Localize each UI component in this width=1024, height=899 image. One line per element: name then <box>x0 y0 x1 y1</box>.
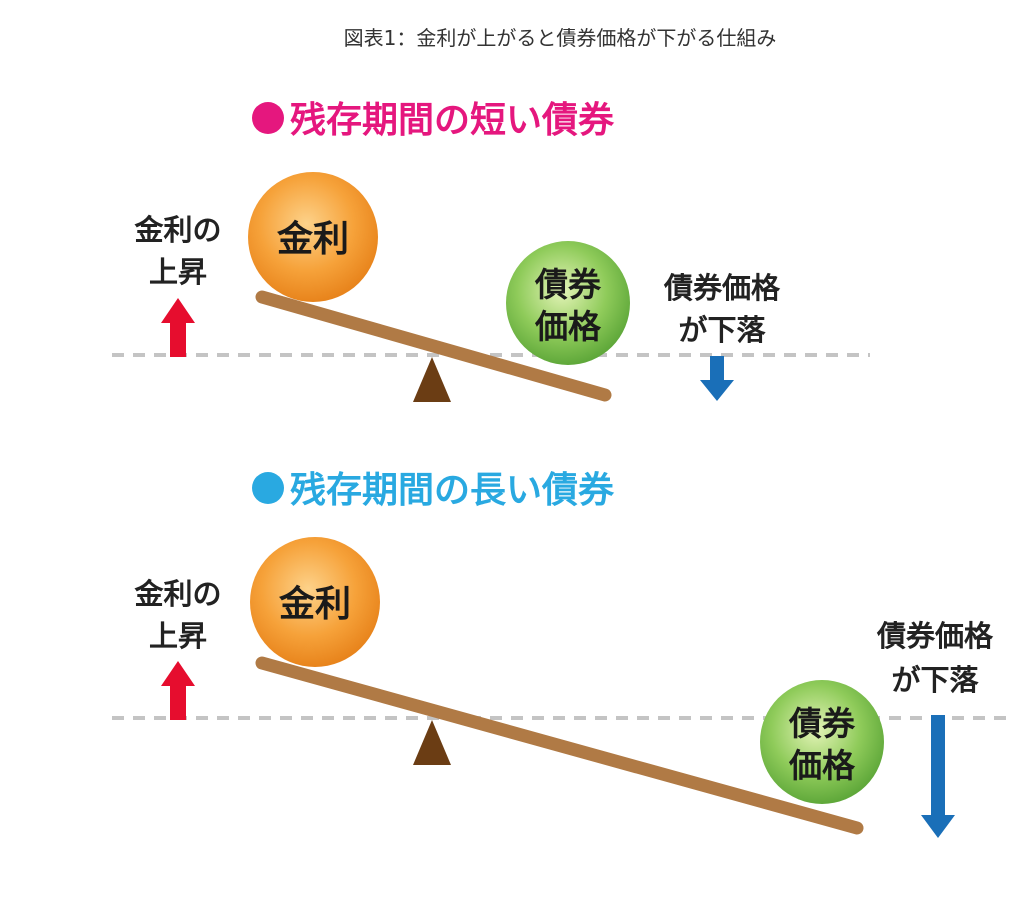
seesaw-plank <box>255 656 864 835</box>
pink-bullet-icon <box>252 102 284 134</box>
bond-ball-label-line1: 債券 <box>788 704 856 743</box>
blue-bullet-icon <box>252 472 284 504</box>
rate-rise-label-line1: 金利の <box>133 577 221 611</box>
fulcrum-icon <box>413 357 451 402</box>
interest-ball <box>248 172 378 302</box>
panel-heading: 残存期間の長い債券 <box>290 470 615 511</box>
rate-rise-label-line1: 金利の <box>133 213 221 247</box>
panel-heading: 残存期間の短い債券 <box>290 100 615 141</box>
down-arrow-icon <box>700 356 734 401</box>
rate-rise-label-line2: 上昇 <box>149 255 207 289</box>
bond-price-ball <box>506 241 630 365</box>
price-fall-label-line1: 債券価格 <box>663 271 781 305</box>
bond-ball-label-line2: 価格 <box>788 746 856 785</box>
fulcrum-icon <box>413 720 451 765</box>
panel-long-term: 残存期間の長い債券 金利の 上昇 金利 債券 価格 債券価格 が下落 <box>112 470 1010 838</box>
up-arrow-icon <box>161 661 195 720</box>
bond-ball-label-line1: 債券 <box>534 265 602 304</box>
price-fall-label-line2: が下落 <box>678 313 766 347</box>
rate-rise-label-line2: 上昇 <box>149 619 207 653</box>
bond-ball-label-line2: 価格 <box>534 307 602 346</box>
bond-price-ball <box>760 680 884 804</box>
down-arrow-icon <box>921 715 955 838</box>
panel-short-term: 残存期間の短い債券 金利の 上昇 金利 債券 価格 債券価格 が下落 <box>112 100 870 402</box>
interest-ball <box>250 537 380 667</box>
price-fall-label-line1: 債券価格 <box>876 619 994 653</box>
price-fall-label-line2: が下落 <box>891 663 979 697</box>
seesaw-plank <box>255 290 612 402</box>
interest-ball-label: 金利 <box>276 218 349 260</box>
up-arrow-icon <box>161 298 195 357</box>
interest-ball-label: 金利 <box>278 583 351 625</box>
figure-title: 図表1：金利が上がると債券価格が下がる仕組み <box>344 26 777 50</box>
